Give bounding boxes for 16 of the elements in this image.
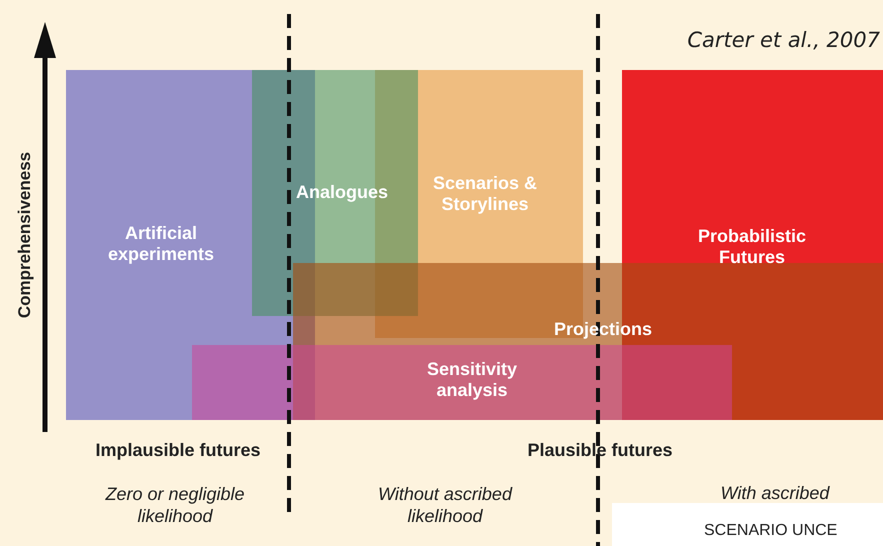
- band-label: Scenarios & Storylines: [432, 173, 538, 215]
- category-heading: Plausible futures: [526, 440, 674, 461]
- method-band: [293, 263, 883, 420]
- band-label: Probabilistic Futures: [696, 226, 808, 268]
- citation: Carter et al., 2007: [686, 28, 880, 52]
- band-label: Analogues: [294, 182, 389, 203]
- method-band: [252, 70, 418, 316]
- section-heading: SCENARIO UNCE: [704, 522, 838, 540]
- method-band: [192, 345, 732, 420]
- band-label: Artificial experiments: [106, 223, 216, 265]
- category-subtitle: Zero or negligible likelihood: [104, 483, 246, 527]
- category-subtitle: Without ascribed likelihood: [377, 483, 514, 527]
- band-label: Sensitivity analysis: [426, 359, 518, 401]
- category-subtitle: With ascribed: [720, 483, 831, 504]
- axis-label: Comprehensiveness: [15, 150, 35, 320]
- category-heading: Implausible futures: [94, 440, 262, 461]
